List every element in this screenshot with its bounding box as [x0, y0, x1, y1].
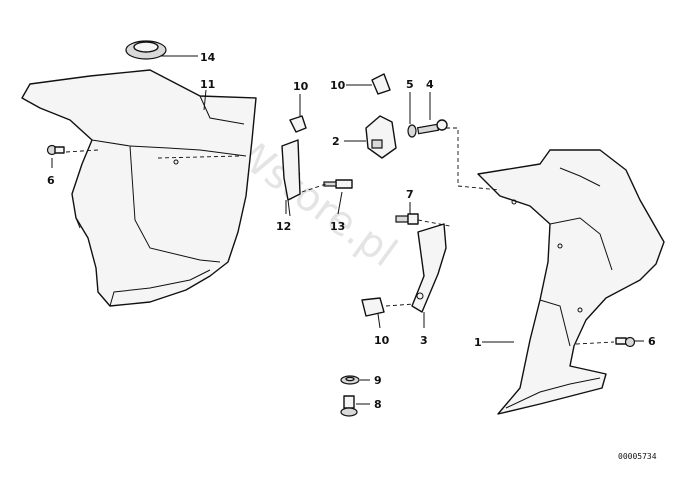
- part-7-screw: [395, 213, 419, 225]
- assembly-lines: [65, 127, 615, 345]
- callout-10-low: 10: [374, 334, 390, 347]
- part-13-bolt: [323, 179, 353, 189]
- part-10-low-clip: [361, 297, 385, 317]
- callout-1: 1: [474, 336, 482, 349]
- part-6-right-screw: [615, 336, 636, 348]
- callout-10-mid: 10: [293, 80, 309, 93]
- callout-5: 5: [406, 78, 414, 91]
- callout-3: 3: [420, 334, 428, 347]
- part-4-screw: [416, 119, 448, 135]
- callout-2: 2: [332, 135, 340, 148]
- callout-11: 11: [200, 78, 215, 91]
- callout-8: 8: [374, 398, 382, 411]
- callout-labels: 14 11 6 10 10 5 4 2 7 12 13 1 6 10 3 9 8: [47, 51, 656, 411]
- part-12-bracket: [281, 139, 301, 217]
- callout-9: 9: [374, 374, 382, 387]
- callout-7: 7: [406, 188, 414, 201]
- part-3-bracket: [411, 223, 447, 313]
- part-8-screw: [340, 395, 358, 417]
- part-2-bracket: [365, 115, 397, 159]
- part-5-washer: [407, 124, 417, 138]
- callout-13: 13: [330, 220, 345, 233]
- part-14-grommet: [125, 40, 167, 60]
- callout-6-left: 6: [47, 174, 55, 187]
- part-10-top-clip: [371, 73, 391, 95]
- part-10-mid-clip: [289, 115, 307, 133]
- callout-10-top: 10: [330, 79, 346, 92]
- part-1-right-cover: [477, 149, 665, 415]
- callout-6-right: 6: [648, 335, 656, 348]
- part-6-left-screw: [46, 144, 65, 156]
- leader-lines: [51, 55, 644, 405]
- callout-4: 4: [426, 78, 434, 91]
- diagram-reference-number: 00005734: [618, 452, 657, 461]
- callout-14: 14: [200, 51, 216, 64]
- part-9-washer: [340, 375, 360, 385]
- callout-12: 12: [276, 220, 291, 233]
- part-11-left-cover: [21, 69, 257, 307]
